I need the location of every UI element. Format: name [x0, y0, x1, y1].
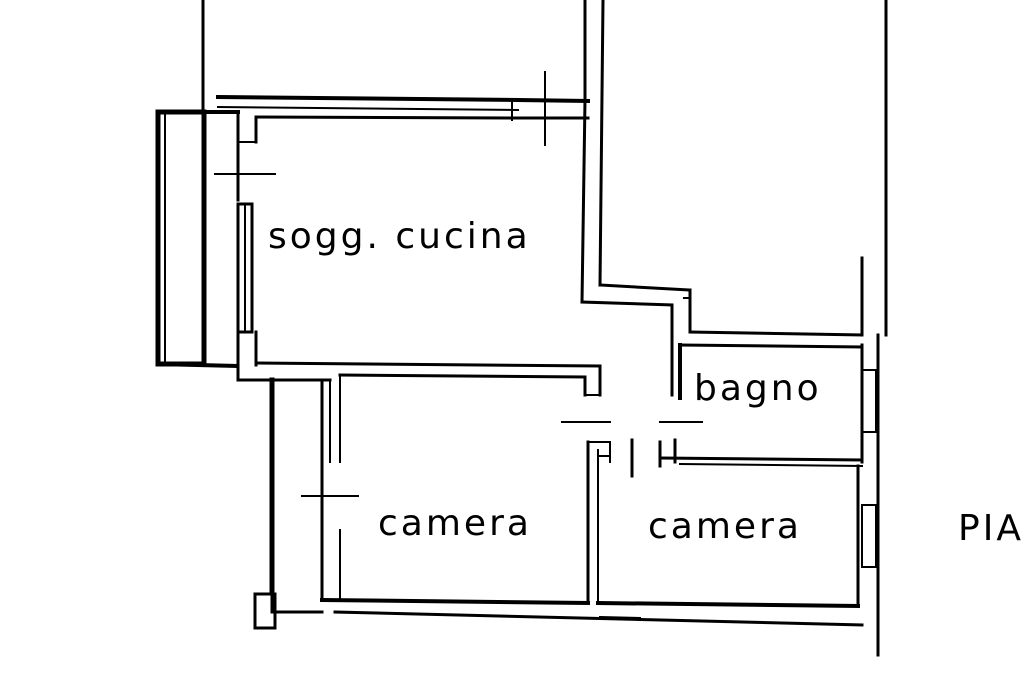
- wall-bottom: [253, 592, 864, 630]
- kitchen-bottom-wall: [236, 361, 602, 397]
- room-label-kitchen: sogg. cucina: [268, 216, 531, 257]
- edge-label: PIA: [958, 508, 1024, 549]
- room-label-bathroom: bagno: [694, 368, 822, 409]
- wall-top: [215, 71, 591, 146]
- bedroom-right-walls: [595, 464, 877, 609]
- corridor-walls: [586, 438, 864, 604]
- kitchen-right-wall: [580, 0, 864, 397]
- room-label-bedroom-right: camera: [648, 506, 802, 547]
- bathroom-walls: [561, 343, 877, 464]
- balcony: [155, 109, 240, 369]
- room-label-bedroom-left: camera: [378, 503, 532, 544]
- kitchen-left-wall: [214, 113, 276, 382]
- bedroom-left-walls: [269, 374, 591, 614]
- context-lines: [201, 0, 888, 657]
